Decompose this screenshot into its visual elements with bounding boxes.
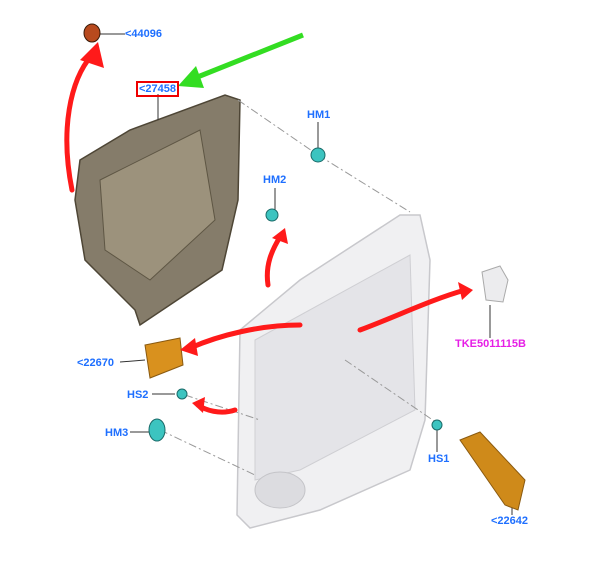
hm2-clip — [265, 208, 279, 222]
hs1-screw — [431, 419, 443, 431]
red-arrow-22670 — [187, 322, 303, 351]
label-hm2: HM2 — [263, 174, 287, 186]
hm3-clip — [148, 418, 166, 442]
label-tke5011115b: TKE5011115B — [455, 338, 526, 350]
label-22642: <22642 — [491, 515, 529, 527]
hs2-screw — [176, 388, 188, 400]
label-27458: <27458 — [136, 81, 180, 97]
watershield-detail — [99, 129, 216, 281]
speaker-grille — [254, 471, 306, 509]
label-hm1: HM1 — [307, 109, 331, 121]
label-hs2: HS2 — [127, 389, 149, 401]
hm1-clip — [310, 147, 326, 163]
green-arrow — [194, 32, 304, 81]
part-22642-handle-trim — [459, 431, 526, 511]
part-44096-plug — [83, 23, 101, 43]
red-arrow-tke — [357, 287, 468, 333]
door-trim-detail — [254, 254, 416, 481]
part-tke5011115b-switch — [481, 265, 509, 303]
red-arrow-44096 — [64, 52, 95, 193]
label-hm3: HM3 — [105, 427, 129, 439]
label-44096: <44096 — [125, 28, 163, 40]
red-arrow-hm2 — [264, 234, 283, 288]
label-hs1: HS1 — [428, 453, 450, 465]
label-22670: <22670 — [77, 357, 115, 369]
part-22670-trim — [144, 337, 184, 379]
